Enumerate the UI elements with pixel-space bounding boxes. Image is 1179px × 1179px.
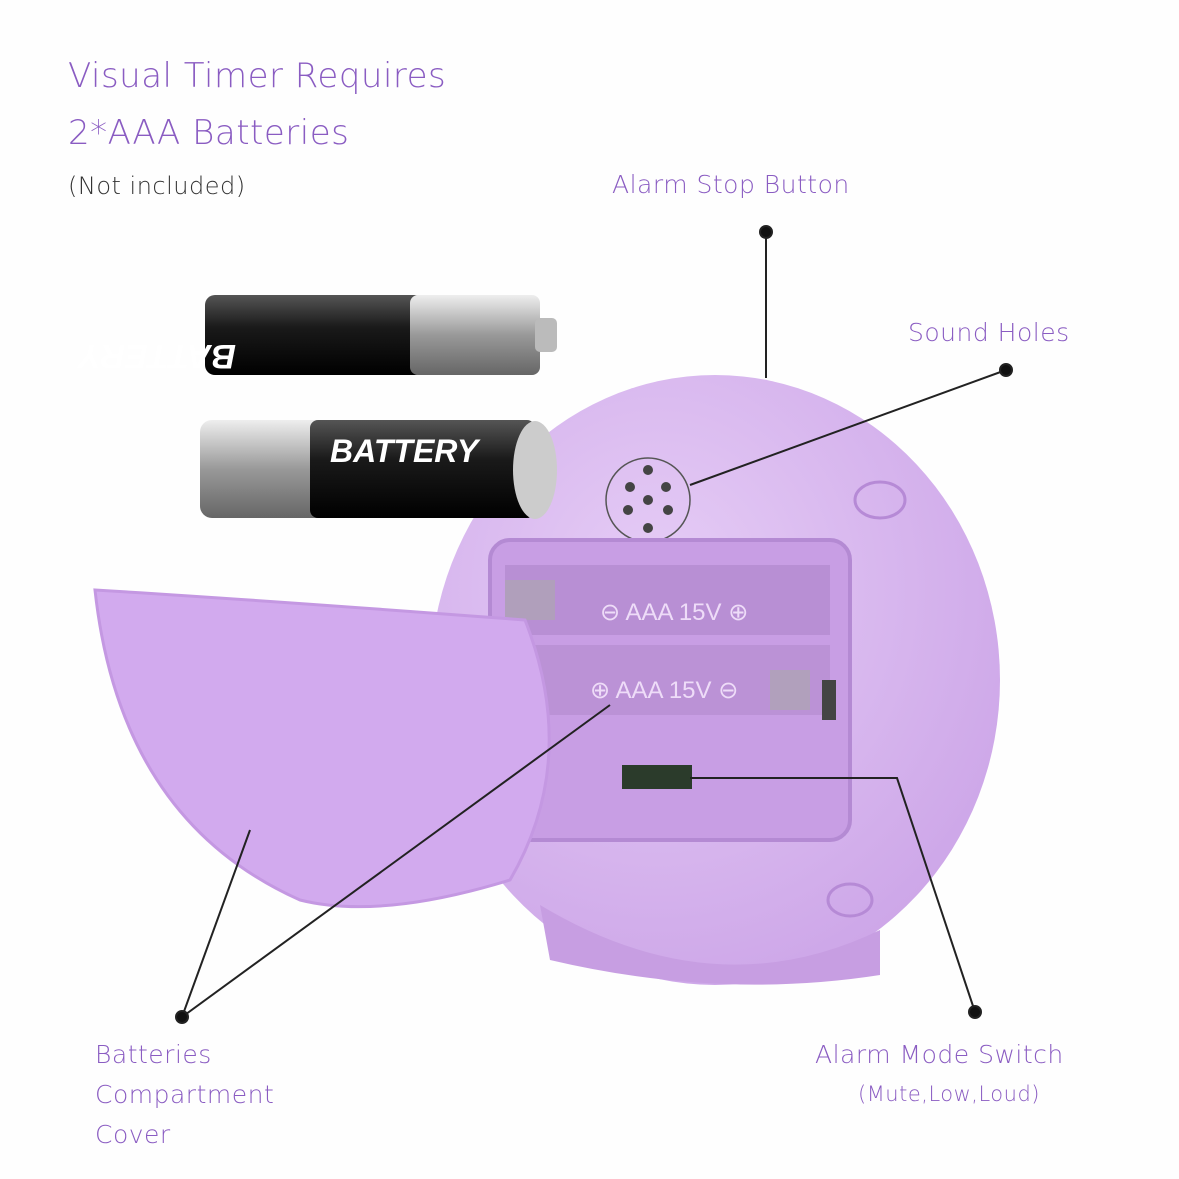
mode-switch [622,765,692,789]
compartment-cover [93,588,551,909]
battery-bottom: BATTERY [200,420,557,519]
sound-holes-label: Sound Holes [908,318,1070,347]
mode-options-label: (Mute,Low,Loud) [858,1082,1040,1106]
heading-line2: 2*AAA Batteries [68,113,350,153]
slot1-label: ⊖ AAA 15V ⊕ [600,599,748,626]
heading-line1: Visual Timer Requires [68,56,447,96]
not-included-note: (Not included) [68,172,246,200]
cover-label-3: Cover [95,1120,171,1149]
mode-switch-label: Alarm Mode Switch [815,1040,1064,1069]
battery-top: BATTERY [75,295,557,375]
svg-text:BATTERY: BATTERY [75,337,236,375]
svg-text:BATTERY: BATTERY [330,433,481,469]
slot2-label: ⊕ AAA 15V ⊖ [590,677,738,704]
cover-label-2: Compartment [95,1080,275,1109]
battery-compartment: ⊖ AAA 15V ⊕ ⊕ AAA 15V ⊖ [488,538,852,842]
cover-label-1: Batteries [95,1040,212,1069]
leader-lines [175,225,1013,1024]
alarm-stop-label: Alarm Stop Button [612,170,850,199]
